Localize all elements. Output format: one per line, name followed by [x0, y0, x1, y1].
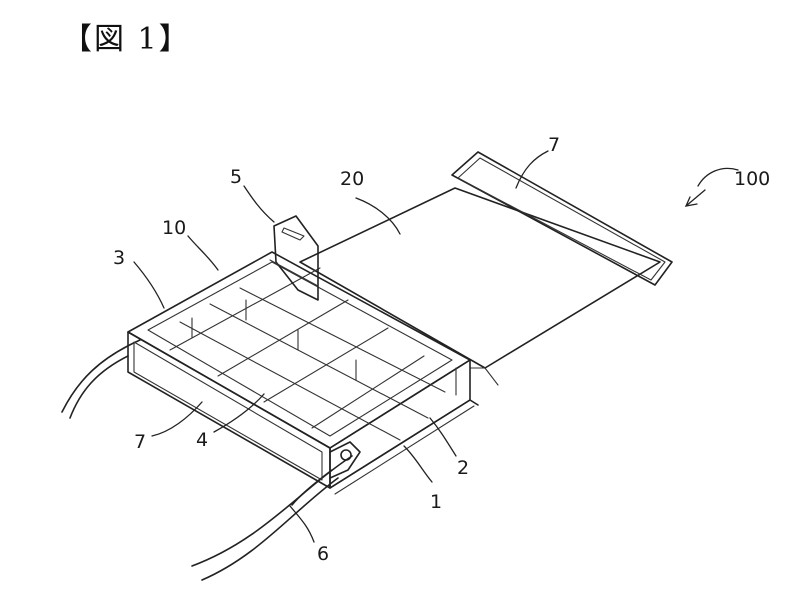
label-5: 5 — [230, 166, 242, 188]
lid-flap-20 — [299, 187, 661, 386]
latch-tab-5 — [269, 215, 319, 301]
fastener-strip-7-top — [451, 151, 673, 286]
end-wall-7 — [127, 331, 331, 489]
label-6: 6 — [317, 543, 329, 565]
reference-labels: 100 7 20 5 10 3 7 4 2 1 6 — [113, 134, 770, 565]
label-20: 20 — [340, 168, 364, 190]
label-4: 4 — [196, 429, 208, 451]
label-1: 1 — [430, 491, 442, 513]
divider-grid-4 — [169, 267, 446, 441]
tray-body — [127, 251, 479, 495]
label-100: 100 — [734, 168, 770, 190]
leader-lines — [133, 150, 739, 543]
label-3: 3 — [113, 247, 125, 269]
strap-hinge — [329, 441, 361, 479]
label-10: 10 — [162, 217, 186, 239]
label-7-left: 7 — [134, 431, 146, 453]
figure-heading: 【図 1】 — [62, 22, 191, 57]
label-7-top: 7 — [548, 134, 560, 156]
label-2: 2 — [457, 457, 469, 479]
